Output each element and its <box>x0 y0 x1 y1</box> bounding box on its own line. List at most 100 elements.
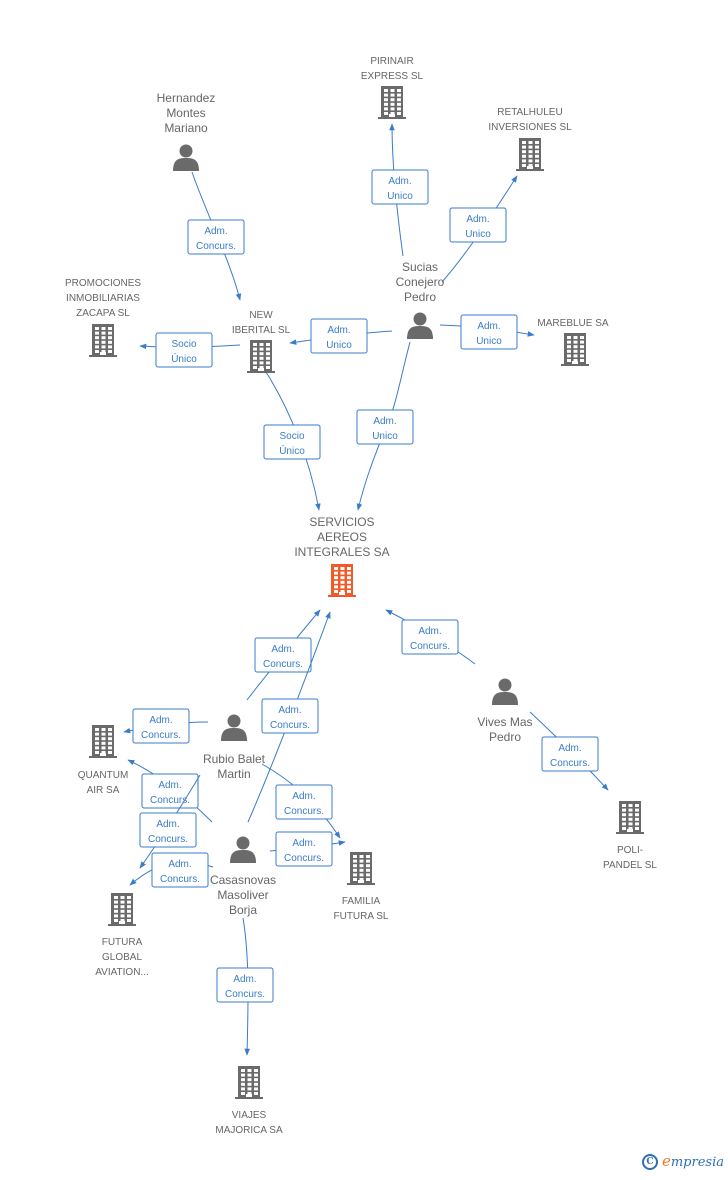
edge-label: Concurs. <box>141 730 181 741</box>
building-icon <box>378 86 406 119</box>
building-icon <box>108 893 136 926</box>
edge-label: Concurs. <box>284 853 324 864</box>
edge-label-box[interactable] <box>371 169 429 205</box>
edge-label: Concurs. <box>550 758 590 769</box>
node-label: IBERITAL SL <box>232 325 291 336</box>
node-label: PROMOCIONES <box>65 278 141 289</box>
node-label: MAREBLUE SA <box>537 318 608 329</box>
edge-label: Adm. <box>327 325 350 336</box>
edge-label: Adm. <box>149 715 172 726</box>
edge-label-box[interactable] <box>310 318 368 354</box>
edge-label: Adm. <box>558 743 581 754</box>
edge-label-box[interactable] <box>216 967 274 1003</box>
node-label: AVIATION... <box>95 967 149 978</box>
edge-label-box[interactable] <box>187 219 245 255</box>
edge-label-box[interactable] <box>275 784 333 820</box>
edge-label-box[interactable] <box>356 409 414 445</box>
edge-label: Concurs. <box>196 241 236 252</box>
node-label: FAMILIA <box>342 896 381 907</box>
brand-name: mpresia <box>670 1154 724 1170</box>
edge-label-box[interactable] <box>460 314 518 350</box>
edge-label-box[interactable] <box>139 812 197 848</box>
node-mareblue[interactable]: MAREBLUE SA <box>537 318 609 366</box>
node-label: INTEGRALES SA <box>294 545 389 559</box>
node-label: Mariano <box>164 121 208 135</box>
node-label: MAJORICA SA <box>215 1125 283 1136</box>
node-futura[interactable]: FUTURAGLOBALAVIATION... <box>95 893 149 978</box>
edge-label-box[interactable] <box>401 619 459 655</box>
node-label: Casasnovas <box>210 873 276 887</box>
building-icon <box>616 801 644 834</box>
person-icon <box>492 678 518 705</box>
edge-label-box[interactable] <box>132 708 190 744</box>
edge-casasnovas-servicios: Adm. Concurs. <box>247 611 331 823</box>
person-icon <box>221 714 247 741</box>
edge-rubio-familia: Adm.Concurs. <box>261 763 341 839</box>
edge-vives-polipandel: Adm. Concurs. <box>529 711 609 791</box>
building-icon <box>347 852 375 885</box>
edge-sucias-newiberital: Adm.Unico <box>289 318 393 354</box>
node-quantum[interactable]: QUANTUM AIR SA <box>78 725 129 796</box>
node-label: QUANTUM <box>78 770 129 781</box>
edge-label-box[interactable] <box>263 424 321 460</box>
edge-label: Socio <box>279 431 304 442</box>
node-label: EXPRESS SL <box>361 71 424 82</box>
node-label: FUTURA <box>102 937 143 948</box>
edge-label: Adm. <box>466 214 489 225</box>
node-viajes[interactable]: VIAJES MAJORICA SA <box>215 1066 283 1136</box>
edge-label-box[interactable] <box>254 637 312 673</box>
building-icon <box>561 333 589 366</box>
edge-label: Concurs. <box>148 834 188 845</box>
node-pirinair[interactable]: PIRINAIR EXPRESS SL <box>361 56 424 119</box>
node-label: RETALHULEU <box>497 107 562 118</box>
nodes-layer: PIRINAIR EXPRESS SL HernandezMontesMariano… <box>65 56 657 1136</box>
node-label: AIR SA <box>87 785 120 796</box>
edge-rubio-servicios: Adm.Concurs. <box>246 609 321 701</box>
edge-label-box[interactable] <box>275 831 333 867</box>
edge-label-box[interactable] <box>155 332 213 368</box>
edge-label: Adm. <box>292 838 315 849</box>
edge-label: Adm. <box>204 226 227 237</box>
edge-label: Adm. <box>278 705 301 716</box>
edge-label: Concurs. <box>263 659 303 670</box>
node-label: Pedro <box>404 290 436 304</box>
edge-label-box[interactable] <box>449 207 507 243</box>
node-label: VIAJES <box>232 1110 267 1121</box>
edge-label: Unico <box>476 336 502 347</box>
edge-label-box[interactable] <box>541 736 599 772</box>
node-label: INMOBILIARIAS <box>66 293 140 304</box>
node-label: PIRINAIR <box>370 56 413 67</box>
edge-label: Adm. <box>418 626 441 637</box>
edge-casasnovas-quantum: Adm.Concurs. <box>127 759 213 823</box>
node-polipandel[interactable]: POLI-PANDEL SL <box>603 801 657 871</box>
building-icon <box>89 725 117 758</box>
node-label: Conejero <box>396 275 445 289</box>
edge-label: Concurs. <box>270 720 310 731</box>
edge-sucias-mareblue: Adm. Unico <box>439 314 535 350</box>
edge-casasnovas-familia: Adm. Concurs. <box>269 831 346 867</box>
edges-layer: Adm.UnicoAdm.UnicoAdm.Concurs.Adm.UnicoA… <box>123 123 609 1056</box>
building-icon <box>247 340 275 373</box>
edge-label: Concurs. <box>150 795 190 806</box>
edge-label-box[interactable] <box>261 698 319 734</box>
node-label: POLI- <box>617 845 643 856</box>
edge-label: Adm. <box>477 321 500 332</box>
building-icon <box>328 564 356 597</box>
edge-label-box[interactable] <box>151 852 209 888</box>
edge-label: Adm. <box>233 974 256 985</box>
building-icon <box>89 324 117 357</box>
edge-label-box[interactable] <box>141 773 199 809</box>
